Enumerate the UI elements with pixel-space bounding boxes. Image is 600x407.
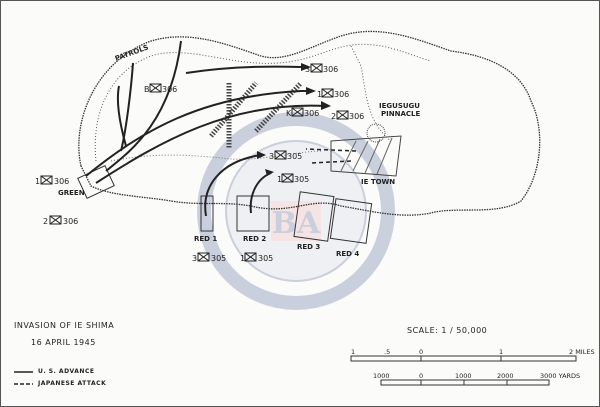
unit-reg: 306 [334,90,349,99]
japanese-attack-arrows [305,148,357,164]
inner-plateau [94,43,432,162]
scale-bars [350,355,577,386]
scale-tick: 0 [419,372,423,380]
unit-reg: 306 [349,112,364,121]
unit-reg: 306 [63,217,78,226]
unit-id: 3 [192,254,197,263]
watermark-seal: BA [197,112,395,310]
unit-id: 1 [35,177,40,186]
unit-reg: 306 [304,109,319,118]
scale-tick: 0 [419,348,423,356]
red2-label: RED 2 [243,235,266,243]
red3-beach [293,191,335,242]
unit-id: 1 [277,175,282,184]
unit-id: 3 [269,152,274,161]
ridge [110,150,322,162]
red3-label: RED 3 [297,243,320,251]
red4-label: RED 4 [336,250,359,258]
island-coastline [78,30,541,216]
arrowheads [257,63,331,176]
unit-symbols [40,63,349,262]
scale-label: SCALE: 1 / 50,000 [407,326,488,335]
unit-id: B [144,85,150,94]
scale-tick-labels: 1 .5 0 1 2 MILES 1000 0 1000 2000 3000 Y… [351,348,595,380]
unit-id: 2 [43,217,48,226]
town-hatching [340,137,393,175]
unit-reg: 306 [162,85,177,94]
pinnacle-label: IEGUSUGU [379,102,420,110]
scale-tick: 1000 [373,372,390,380]
unit-id: 1 [317,90,322,99]
scale-tick: .5 [384,348,390,356]
scale-tick: 2000 [497,372,514,380]
unit-reg: 305 [294,175,309,184]
scale-tick: 1 [351,348,355,356]
unit-reg: 305 [287,152,302,161]
us-advance-arrows [85,40,327,217]
unit-id: 1 [240,254,245,263]
unit-reg: 305 [211,254,226,263]
pinnacle-label: PINNACLE [381,110,420,118]
town-label: IE TOWN [361,178,395,186]
iegusugu-pinnacle [366,123,386,143]
unit-reg: 306 [54,177,69,186]
green-beach-label: GREEN [58,189,85,197]
unit-id: 2 [331,112,336,121]
unit-reg: 306 [323,65,338,74]
unit-id: K [286,109,292,118]
svg-text:BA: BA [272,206,321,241]
scale-tick: 1000 [455,372,472,380]
map-title: INVASION OF IE SHIMA [14,321,115,330]
scale-tick: 2 MILES [569,348,595,356]
red1-label: RED 1 [194,235,217,243]
patrols-label: PATROLS [114,43,150,62]
scale-tick: 1 [499,348,503,356]
legend-us-advance: U. S. ADVANCE [38,368,95,375]
red4-beach [329,198,373,244]
scale-tick: 3000 YARDS [540,372,580,380]
unit-reg: 305 [258,254,273,263]
unit-id: 3 [305,65,310,74]
legend-japanese-attack: JAPANESE ATTACK [38,380,107,387]
ie-town [330,135,402,177]
map-date: 16 APRIL 1945 [31,338,96,347]
